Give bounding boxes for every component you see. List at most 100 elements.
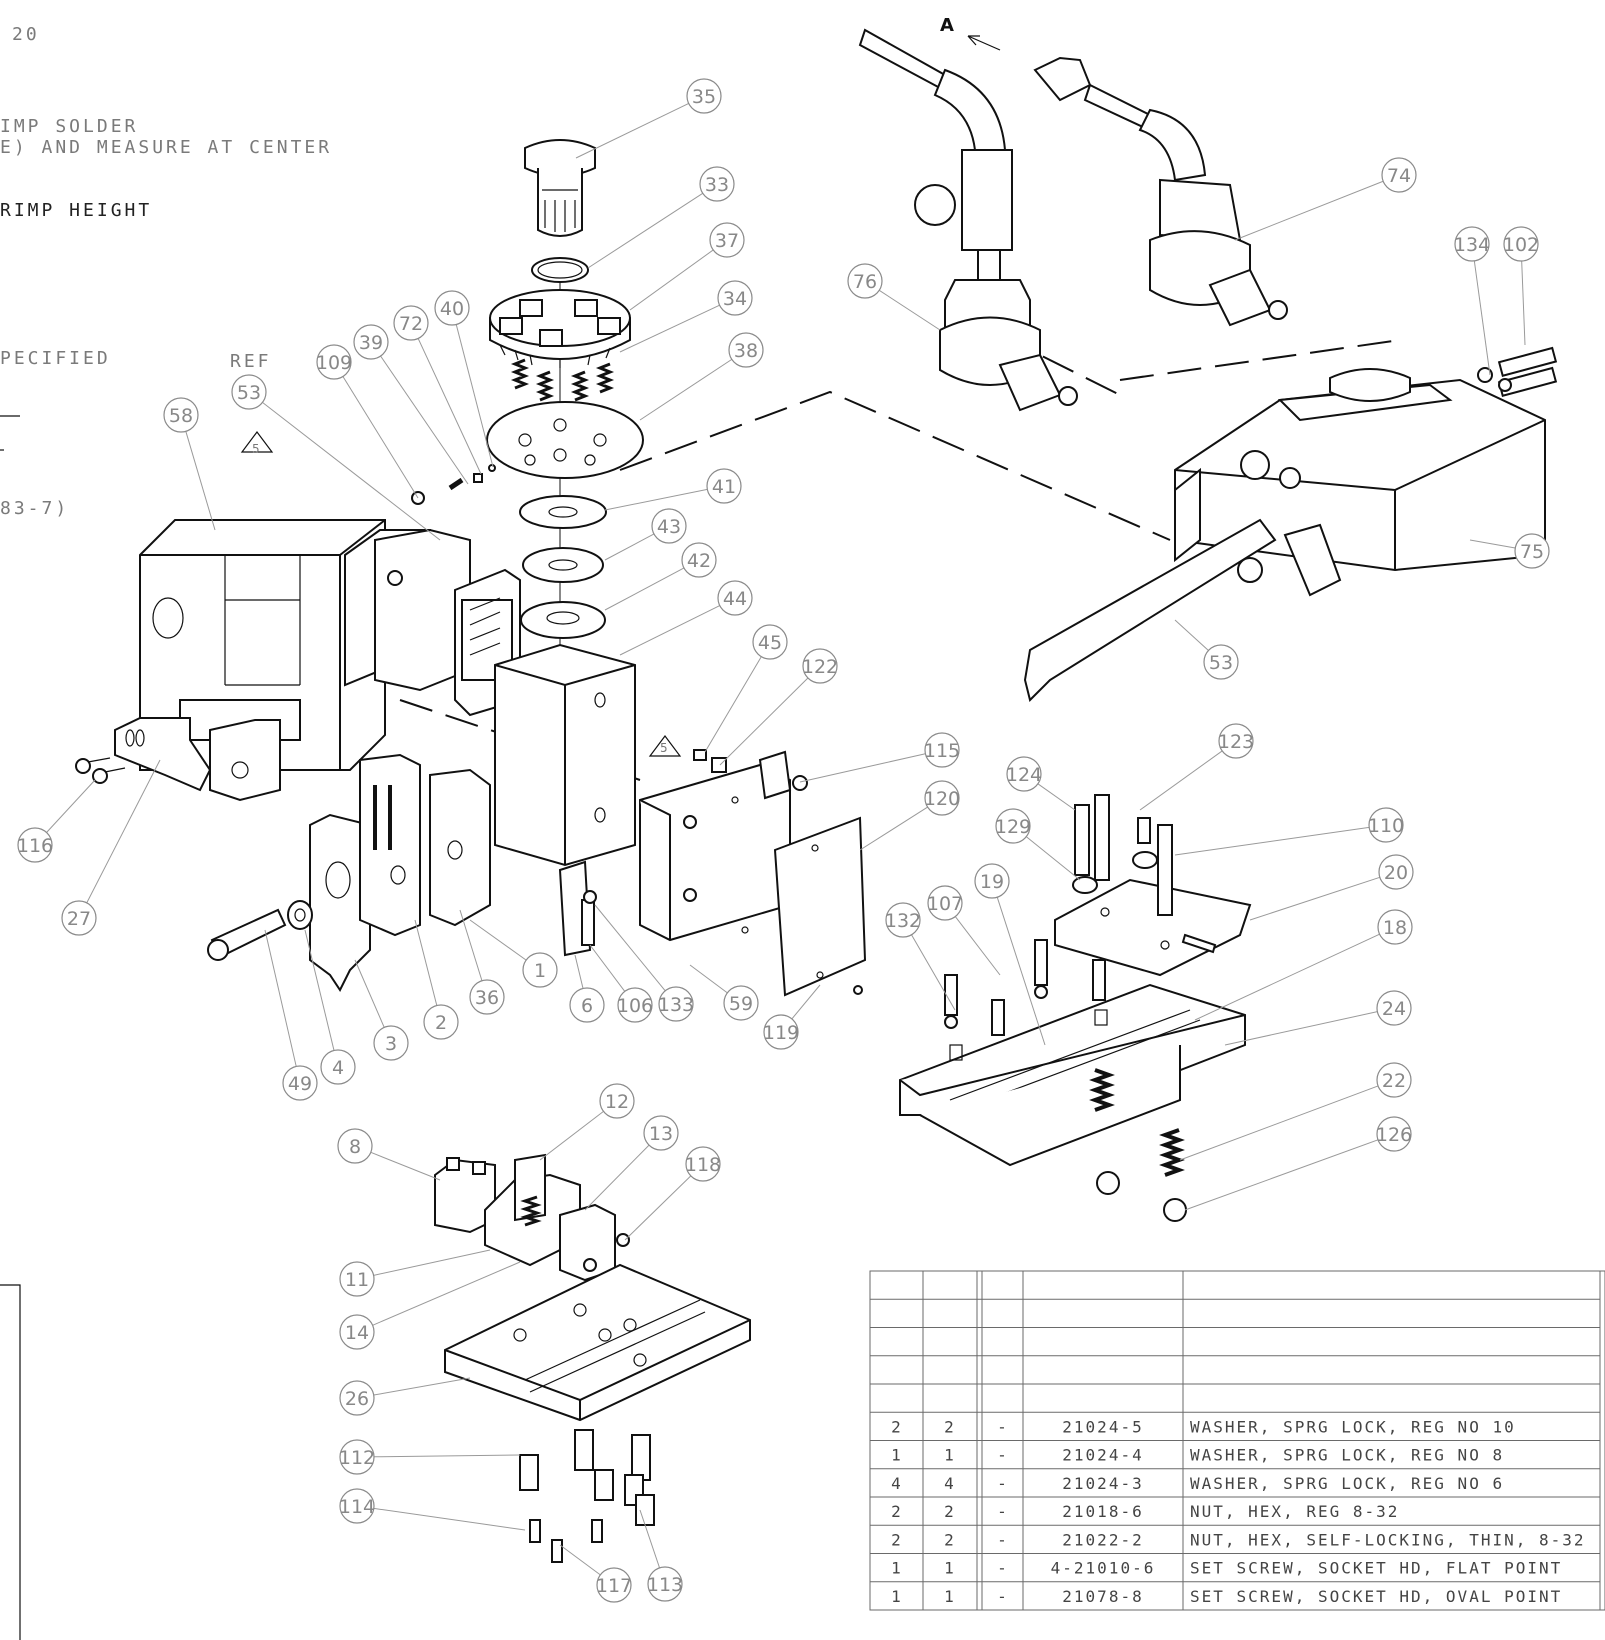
part-rail-24 (899, 983, 1246, 1167)
bom-cell: - (997, 1417, 1009, 1436)
note-line1: IMP SOLDER (0, 116, 138, 137)
balloon-label: 13 (649, 1123, 673, 1145)
balloon-119: 119 (763, 984, 821, 1050)
balloon-36: 36 (459, 909, 505, 1015)
balloon-label: 122 (802, 656, 838, 678)
balloon-124: 124 (1006, 756, 1076, 811)
balloon-label: 134 (1454, 234, 1490, 256)
bom-cell: 21022-2 (1062, 1530, 1143, 1549)
bom-cell: 2 (944, 1417, 956, 1436)
part-plate-38 (486, 401, 644, 479)
part-plate-20 (1054, 878, 1252, 977)
bom-cell: 1 (891, 1446, 903, 1465)
part-block-44 (494, 643, 636, 867)
part-lever-53 (1023, 518, 1342, 702)
balloon-113: 113 (639, 1509, 683, 1602)
bom-cell: - (997, 1446, 1009, 1465)
balloon-label: 14 (345, 1322, 369, 1344)
balloon-75: 75 (1469, 533, 1550, 569)
bom-cell: WASHER, SPRG LOCK, REG NO 8 (1190, 1446, 1504, 1465)
balloon-label: 33 (705, 174, 729, 196)
bom-cell: 21018-6 (1062, 1502, 1143, 1521)
balloon-110: 110 (1174, 807, 1404, 856)
balloon-39: 39 (353, 324, 469, 485)
balloon-label: 43 (657, 516, 681, 538)
balloon-20: 20 (1249, 854, 1414, 921)
part-springs-22-nuts-126 (1089, 1068, 1187, 1222)
part-washer-43 (522, 547, 604, 583)
balloon-126: 126 (1184, 1116, 1412, 1211)
bom-cell: 2 (944, 1502, 956, 1521)
bom-cell: 2 (891, 1502, 903, 1521)
balloon-43: 43 (604, 508, 687, 561)
balloon-label: 12 (605, 1091, 629, 1113)
bom-cell: 4 (944, 1474, 956, 1493)
balloon-label: 109 (316, 352, 352, 374)
note-line3: RIMP HEIGHT (0, 200, 152, 221)
balloon-label: 120 (924, 788, 960, 810)
balloon-label: 42 (687, 550, 711, 572)
balloon-label: 59 (729, 993, 753, 1015)
balloon-8: 8 (337, 1128, 441, 1181)
balloon-38: 38 (639, 332, 764, 421)
part-washer-41 (519, 495, 607, 529)
balloon-122: 122 (719, 648, 838, 766)
balloon-24: 24 (1224, 990, 1412, 1046)
balloon-label: 37 (715, 230, 739, 252)
balloon-134: 134 (1454, 226, 1491, 376)
balloon-114: 114 (339, 1488, 526, 1531)
part-housing-58 (139, 519, 431, 771)
balloon-label: 19 (980, 871, 1004, 893)
balloon-19: 19 (974, 863, 1046, 1046)
balloon-120: 120 (859, 780, 960, 851)
part-screws-134-102 (1477, 346, 1558, 397)
balloon-label: 38 (734, 340, 758, 362)
balloon-11: 11 (339, 1249, 491, 1297)
balloon-22: 22 (1179, 1062, 1412, 1161)
balloon-label: 110 (1368, 815, 1404, 837)
balloon-label: 53 (237, 382, 261, 404)
balloon-label: 119 (763, 1022, 799, 1044)
balloon-107: 107 (927, 885, 1001, 976)
note-line5: 83-7) (0, 498, 69, 519)
balloon-label: 72 (399, 313, 423, 335)
view-arrow-head (967, 35, 980, 46)
balloon-label: 34 (723, 288, 747, 310)
balloon-label: 35 (692, 86, 716, 108)
balloon-label: 22 (1382, 1070, 1406, 1092)
frame-corner (0, 1284, 21, 1640)
bom-cell: 4 (891, 1474, 903, 1493)
bom-cell: NUT, HEX, REG 8-32 (1190, 1502, 1399, 1521)
balloon-115: 115 (799, 732, 960, 783)
bom-cell: 21024-3 (1062, 1474, 1143, 1493)
part-gear-37 (489, 289, 631, 368)
balloon-label: 45 (758, 632, 782, 654)
balloon-layer: 3533373438414342444512211512010939724053… (17, 78, 1550, 1603)
bom-cell: 21078-8 (1062, 1587, 1143, 1606)
part-pin-6-106 (558, 860, 597, 957)
balloon-label: 132 (885, 910, 921, 932)
bom-cell: 2 (944, 1530, 956, 1549)
svg-text:5: 5 (252, 442, 260, 456)
balloon-label: 107 (927, 893, 963, 915)
bom-cell: 1 (891, 1587, 903, 1606)
balloon-118: 118 (624, 1146, 721, 1241)
balloon-18: 18 (1194, 909, 1413, 1021)
balloon-109: 109 (316, 344, 419, 499)
bom-cell: - (997, 1530, 1009, 1549)
balloon-74: 74 (1234, 157, 1417, 241)
part-oring-33-inner (537, 261, 583, 279)
balloon-label: 40 (440, 298, 464, 320)
balloon-label: 126 (1376, 1124, 1412, 1146)
part-screws-107-132-19 (944, 939, 1106, 1036)
bom-cell: 1 (944, 1559, 956, 1578)
balloon-26: 26 (339, 1377, 471, 1416)
note-top-number: 20 (12, 24, 40, 45)
balloon-102: 102 (1503, 226, 1539, 346)
balloon-37: 37 (629, 222, 745, 311)
bom-cell: WASHER, SPRG LOCK, REG NO 6 (1190, 1474, 1504, 1493)
bom-cell: 1 (944, 1587, 956, 1606)
part-springs-34 (510, 358, 615, 402)
balloon-49: 49 (264, 929, 318, 1101)
